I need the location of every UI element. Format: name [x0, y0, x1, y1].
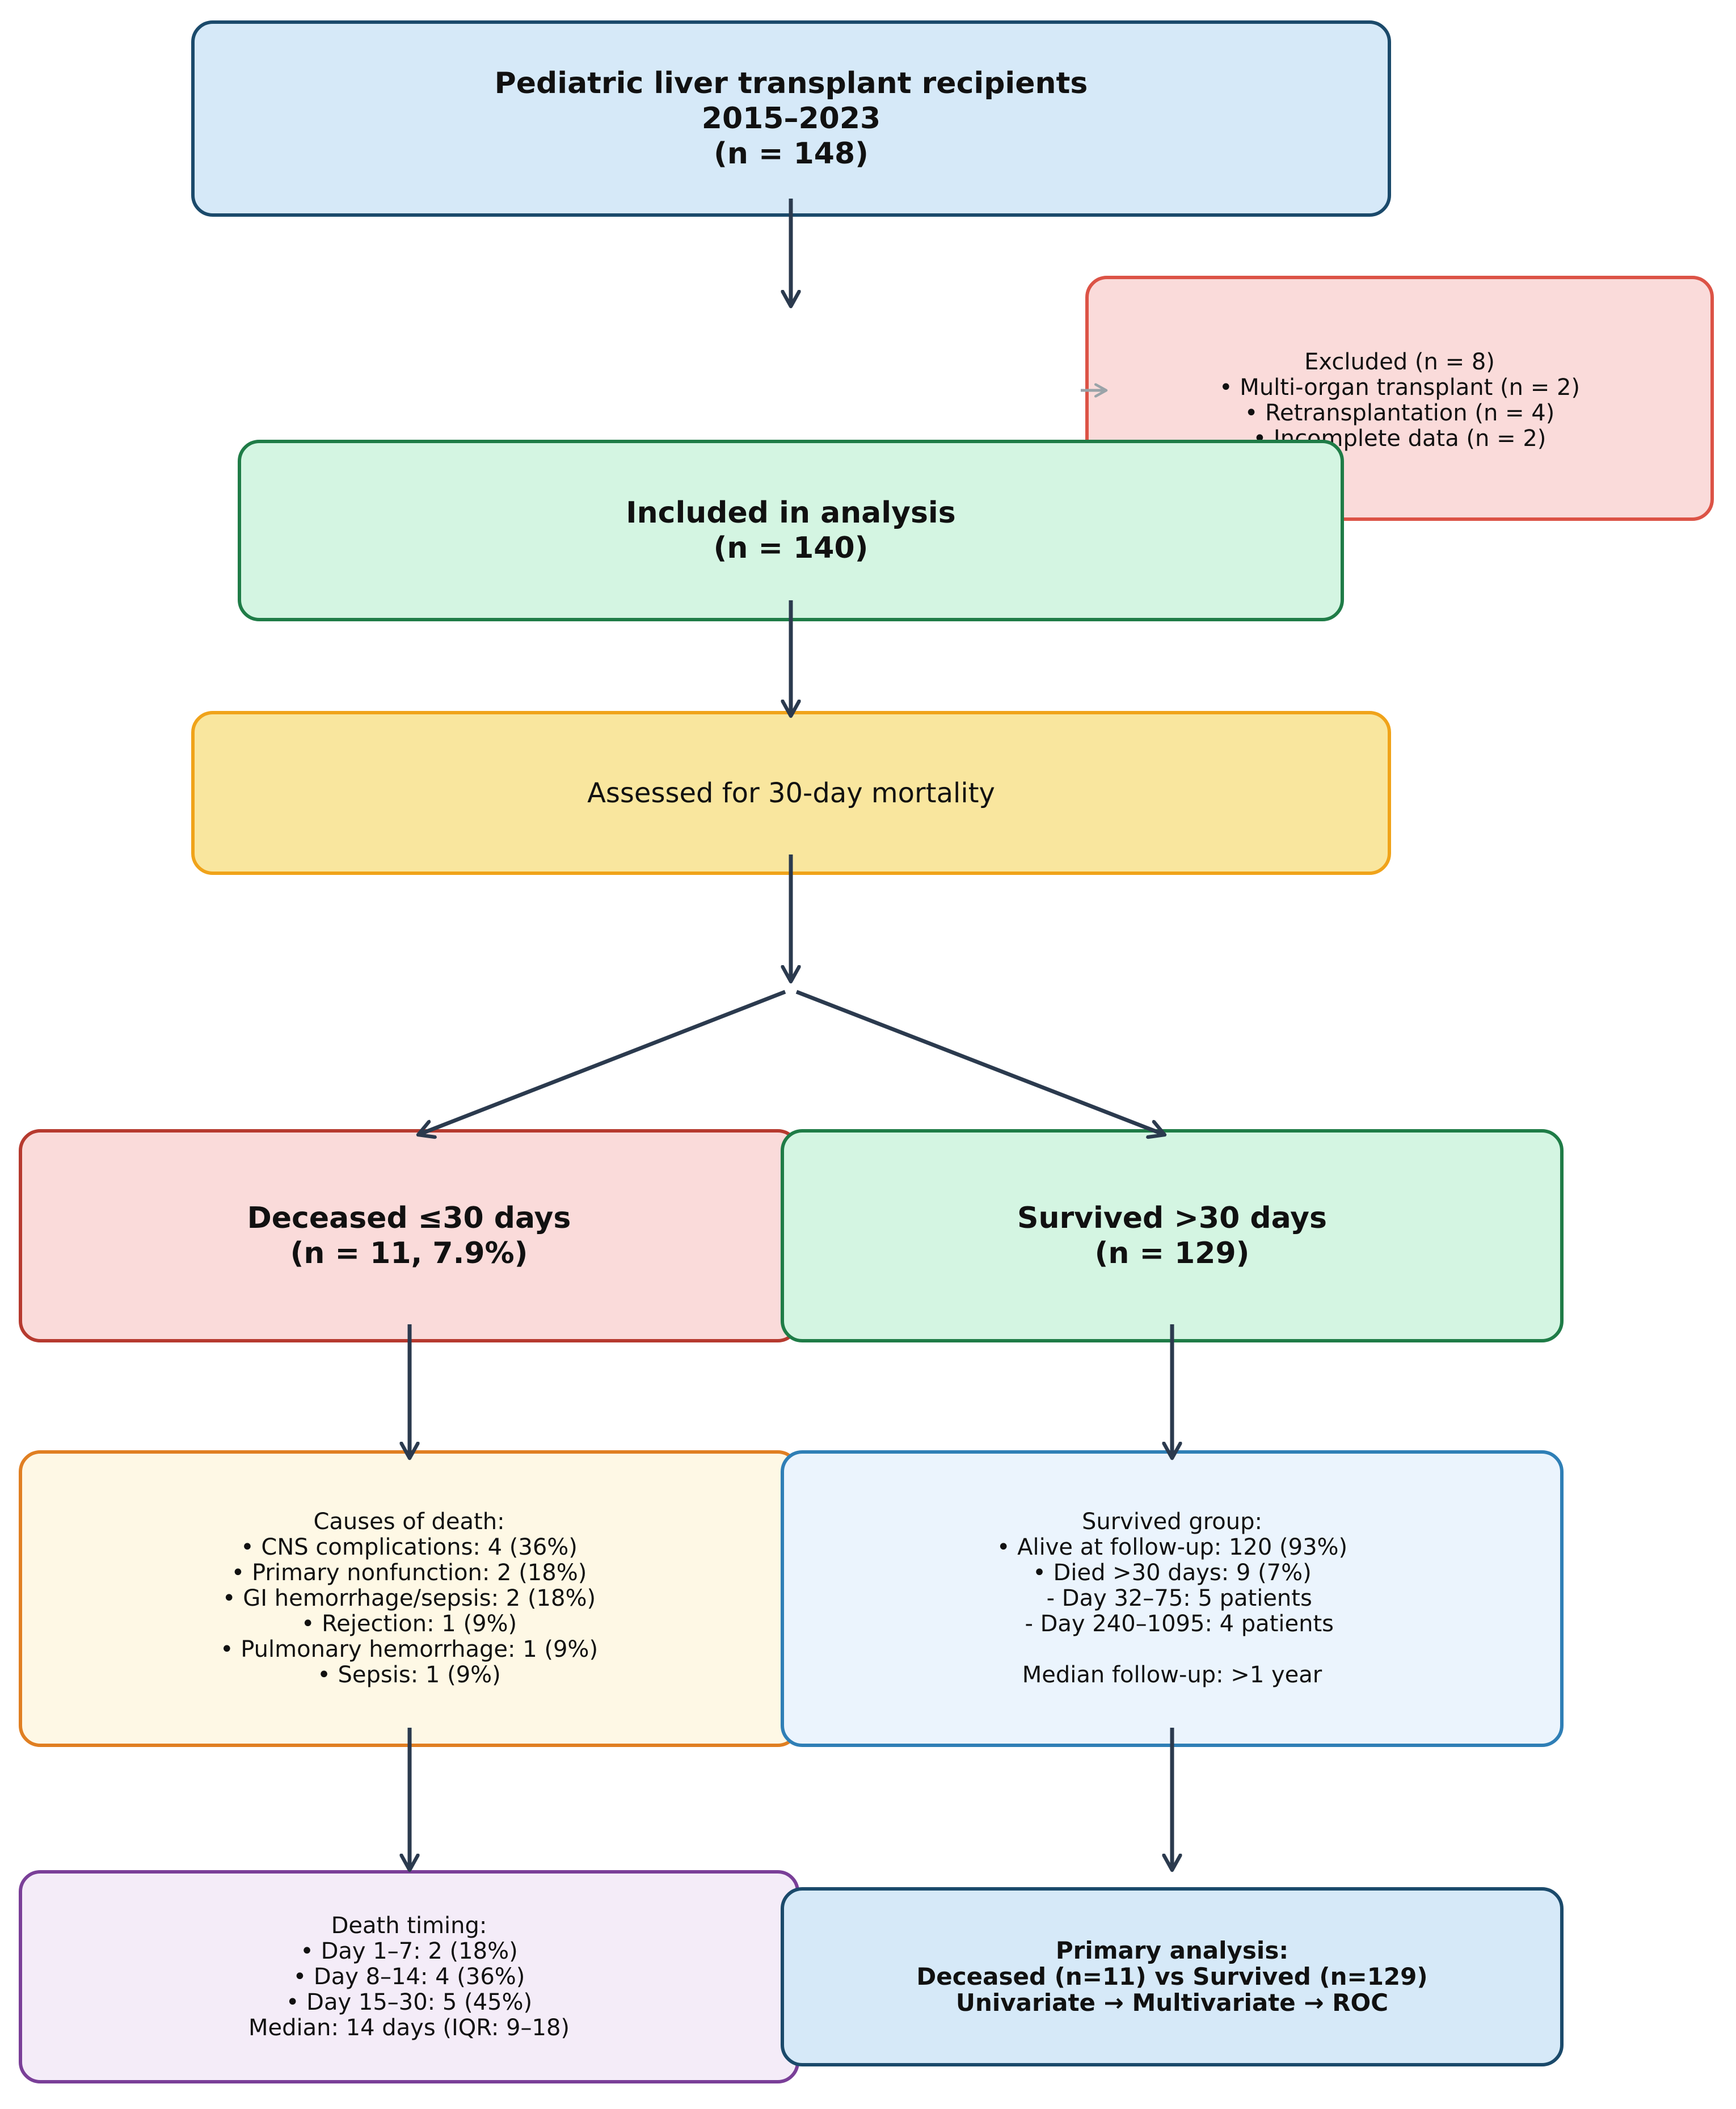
- box-primary-analysis: Primary analysis: Deceased (n=11) vs Sur…: [781, 1887, 1564, 2066]
- box-recipients: Pediatric liver transplant recipients 20…: [191, 20, 1391, 217]
- timing-line-4: • Day 15–30: 5 (45%): [285, 1989, 533, 2015]
- timing-line-3: • Day 8–14: 4 (36%): [293, 1963, 525, 1990]
- included-line-1: Included in analysis: [626, 496, 956, 530]
- causes-line-5: • Rejection: 1 (9%): [301, 1611, 517, 1637]
- causes-line-4: • GI hemorrhage/sepsis: 2 (18%): [222, 1585, 596, 1611]
- included-line-2: (n = 140): [713, 531, 869, 565]
- arrow-split-left: [418, 990, 786, 1135]
- survived-line-1: Survived >30 days: [1017, 1201, 1327, 1235]
- survgroup-line-7: Median follow-up: >1 year: [1022, 1662, 1322, 1688]
- survived-line-2: (n = 129): [1094, 1236, 1250, 1270]
- causes-line-2: • CNS complications: 4 (36%): [241, 1534, 578, 1560]
- primary-line-2: Deceased (n=11) vs Survived (n=129): [916, 1963, 1428, 1990]
- causes-line-7: • Sepsis: 1 (9%): [317, 1662, 501, 1688]
- primary-line-1: Primary analysis:: [1055, 1937, 1289, 1964]
- assessed-line-1: Assessed for 30-day mortality: [587, 777, 995, 809]
- excluded-line-2: • Multi-organ transplant (n = 2): [1219, 374, 1580, 401]
- excluded-line-3: • Retransplantation (n = 4): [1244, 400, 1555, 426]
- recipients-line-3: (n = 148): [714, 137, 869, 171]
- survgroup-line-4: - Day 32–75: 5 patients: [1032, 1585, 1312, 1611]
- box-included: Included in analysis (n = 140): [238, 440, 1344, 621]
- box-death-timing: Death timing: • Day 1–7: 2 (18%) • Day 8…: [19, 1870, 799, 2083]
- primary-line-3: Univariate → Multivariate → ROC: [955, 1989, 1389, 2017]
- timing-line-5: Median: 14 days (IQR: 9–18): [248, 2014, 570, 2041]
- survgroup-line-3: • Died >30 days: 9 (7%): [1033, 1560, 1312, 1586]
- survgroup-line-1: Survived group:: [1081, 1509, 1262, 1535]
- box-deceased: Deceased ≤30 days (n = 11, 7.9%): [19, 1129, 799, 1342]
- causes-line-3: • Primary nonfunction: 2 (18%): [231, 1560, 587, 1586]
- arrow-split-right: [795, 990, 1165, 1135]
- box-survived-group: Survived group: • Alive at follow-up: 12…: [781, 1450, 1564, 1747]
- deceased-line-1: Deceased ≤30 days: [247, 1201, 571, 1235]
- excluded-line-1: Excluded (n = 8): [1304, 349, 1495, 375]
- timing-line-1: Death timing:: [331, 1912, 487, 1939]
- causes-line-1: Causes of death:: [313, 1509, 505, 1535]
- causes-line-6: • Pulmonary hemorrhage: 1 (9%): [220, 1636, 599, 1662]
- timing-line-2: • Day 1–7: 2 (18%): [300, 1938, 518, 1964]
- recipients-line-2: 2015–2023: [701, 102, 881, 136]
- survgroup-line-2: • Alive at follow-up: 120 (93%): [996, 1534, 1348, 1560]
- box-assessed: Assessed for 30-day mortality: [191, 711, 1391, 875]
- deceased-line-2: (n = 11, 7.9%): [290, 1236, 528, 1270]
- recipients-line-1: Pediatric liver transplant recipients: [494, 66, 1088, 100]
- box-survived: Survived >30 days (n = 129): [781, 1129, 1564, 1342]
- survgroup-line-5: - Day 240–1095: 4 patients: [1010, 1611, 1334, 1637]
- box-causes-of-death: Causes of death: • CNS complications: 4 …: [19, 1450, 799, 1747]
